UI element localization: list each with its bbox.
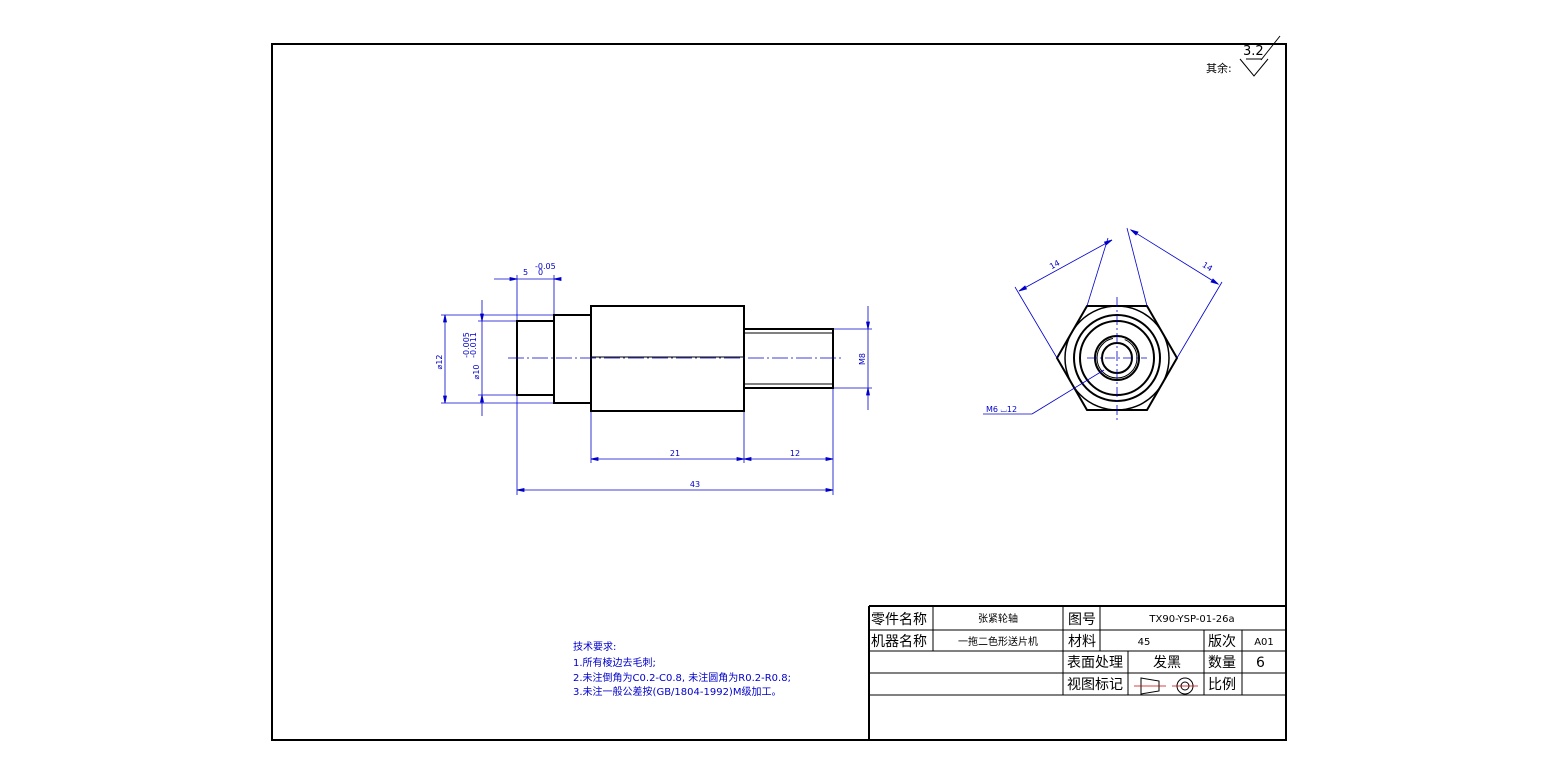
quantity-value: 6 <box>1256 655 1265 671</box>
version-label: 版次 <box>1208 634 1236 650</box>
dim-thread-m8 <box>834 306 872 410</box>
dim-dia10-tol-lower: -0.011 <box>469 332 478 358</box>
dim-diameter-12 <box>441 314 553 404</box>
hole-leader <box>983 369 1105 415</box>
dim-dia10-value: ⌀10 <box>472 365 481 380</box>
dim-flat-left-value: 14 <box>1048 258 1061 271</box>
dim-flat-right-value: 14 <box>1201 260 1214 273</box>
notes-title: 技术要求: <box>573 640 616 653</box>
dim-m8-value: M8 <box>858 353 867 365</box>
dim-43-value: 43 <box>690 480 700 489</box>
material-label: 材料 <box>1068 634 1096 650</box>
shaft-step-collar <box>553 314 592 404</box>
machine-name-label: 机器名称 <box>871 634 927 650</box>
part-name-value: 张紧轮轴 <box>978 612 1018 625</box>
note-item: 3.未注一般公差按(GB/1804-1992)M级加工。 <box>573 685 781 698</box>
part-name-label: 零件名称 <box>871 612 927 628</box>
front-view: 5 -0.05 0 ⌀12 ⌀10 -0.005 -0.011 <box>435 262 872 495</box>
dim-dia10-tol-upper: -0.005 <box>462 332 471 358</box>
dim-5-tol-lower: 0 <box>538 268 543 277</box>
roughness-value: 3.2 <box>1243 44 1264 59</box>
roughness-label: 其余: <box>1206 61 1232 75</box>
machine-name-value: 一拖二色形送片机 <box>958 635 1038 648</box>
drawing-frame <box>271 43 1287 741</box>
drawing-no-value: TX90-YSP-01-26a <box>1148 614 1234 625</box>
dim-dia12-value: ⌀12 <box>435 355 444 370</box>
roughness-symbol: 其余: 3.2 <box>1206 35 1281 77</box>
surface-label: 表面处理 <box>1067 655 1123 671</box>
note-item: 2.未注倒角为C0.2-C0.8, 未注圆角为R0.2-R0.8; <box>573 671 791 684</box>
scale-label: 比例 <box>1208 677 1236 693</box>
projection-symbol-icon <box>1134 677 1198 695</box>
side-view: 14 14 M6 ⌴12 <box>983 227 1223 420</box>
title-block: 零件名称 张紧轮轴 图号 TX90-YSP-01-26a 机器名称 一拖二色形送… <box>868 605 1286 740</box>
note-item: 1.所有棱边去毛刺; <box>573 656 656 669</box>
dim-diameter-10 <box>478 300 516 416</box>
dim-12-value: 12 <box>790 449 800 458</box>
hole-callout: M6 ⌴12 <box>986 405 1017 414</box>
material-value: 45 <box>1138 637 1151 648</box>
dim-21-value: 21 <box>670 449 680 458</box>
dim-length-21-12 <box>590 389 834 495</box>
dim-5-value: 5 <box>523 268 528 277</box>
shaft-thread-end <box>743 328 834 389</box>
shaft-hex-body <box>590 305 745 412</box>
surface-value: 发黑 <box>1153 655 1181 671</box>
view-mark-label: 视图标记 <box>1067 677 1123 693</box>
technical-notes: 技术要求: 1.所有棱边去毛刺; 2.未注倒角为C0.2-C0.8, 未注圆角为… <box>573 640 791 698</box>
dim-5-tol-upper: -0.05 <box>535 262 556 271</box>
quantity-label: 数量 <box>1208 655 1236 671</box>
dim-length-43 <box>516 396 834 495</box>
drawing-no-label: 图号 <box>1068 612 1096 628</box>
version-value: A01 <box>1254 637 1274 648</box>
dim-length-5 <box>494 275 562 320</box>
dim-flats <box>1014 227 1223 359</box>
